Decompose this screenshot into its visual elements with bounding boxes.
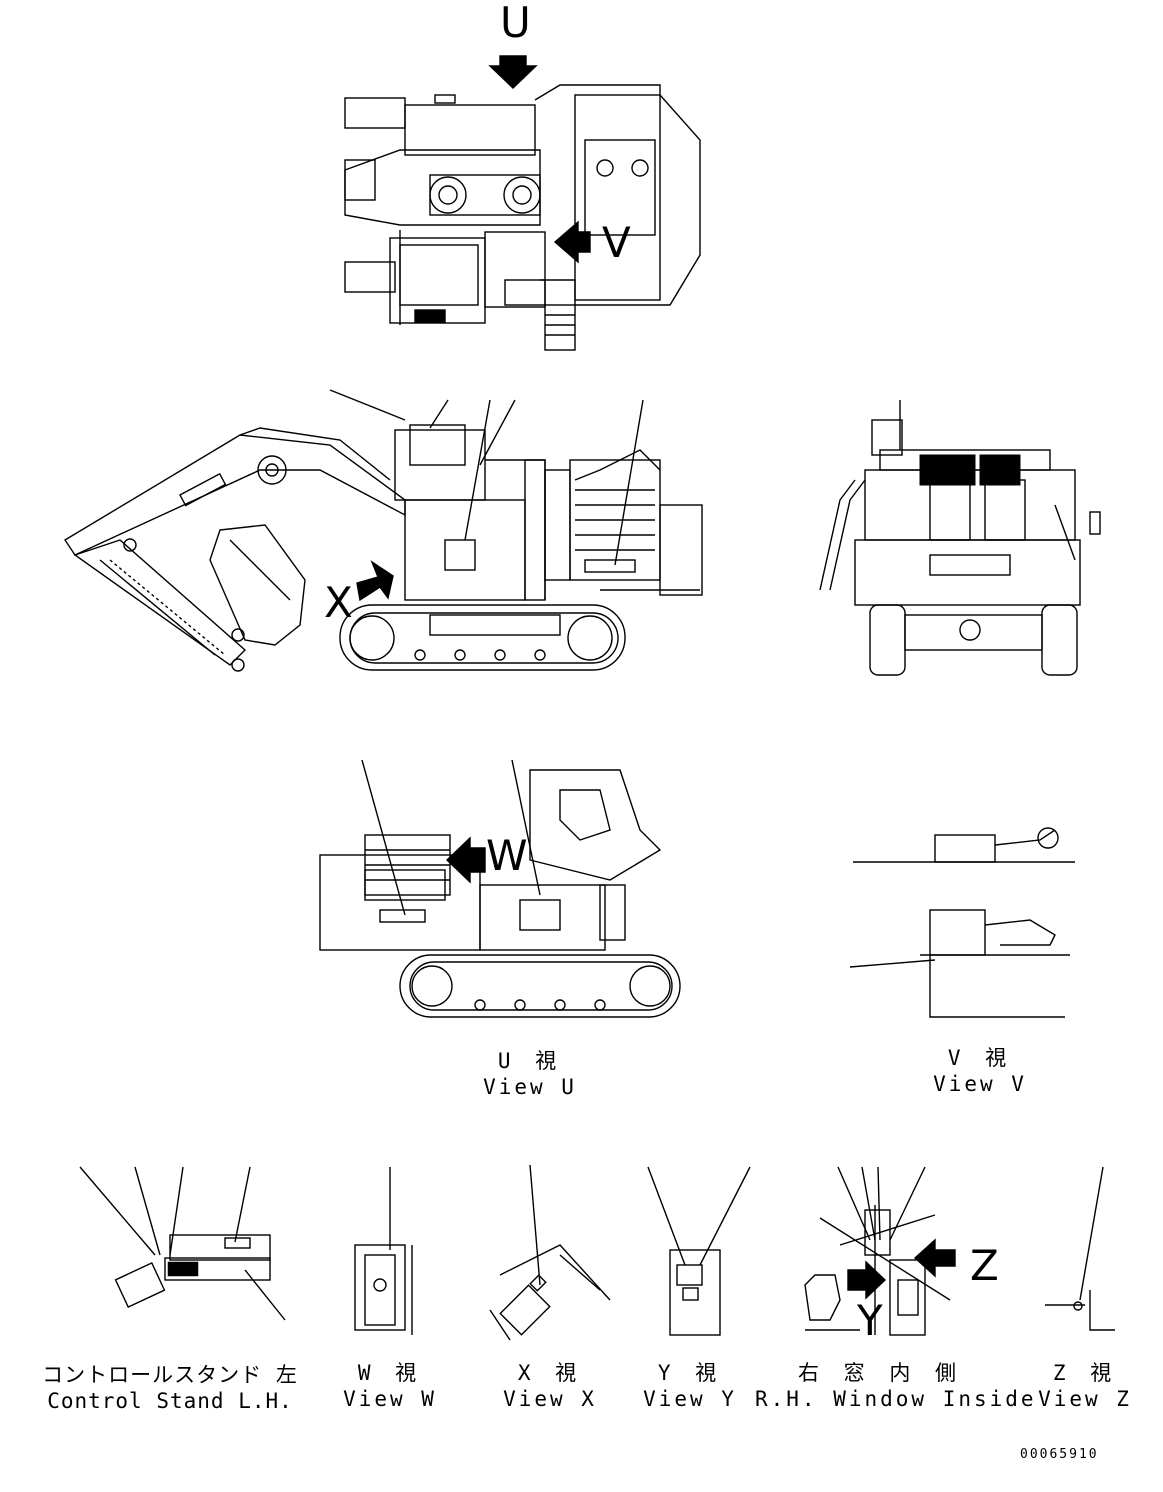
arrow-u-icon — [488, 55, 538, 89]
top-view-plan — [344, 84, 701, 351]
caption-view-y-en: View Y — [643, 1387, 737, 1411]
caption-view-y-jp: Y 視 — [657, 1361, 723, 1385]
view-z-drawing — [1045, 1166, 1115, 1331]
view-v-drawing — [849, 827, 1075, 1018]
caption-control-stand-en: Control Stand L.H. — [47, 1389, 293, 1413]
view-marker-x: X — [324, 578, 353, 627]
caption-view-u: U 視 View U — [455, 1048, 605, 1100]
caption-rh-window-en: R.H. Window Inside — [755, 1387, 1037, 1411]
view-marker-v: V — [602, 218, 631, 267]
caption-view-y: Y 視 View Y — [620, 1360, 760, 1412]
view-y-drawing — [647, 1166, 751, 1336]
caption-rh-window-jp: 右 窓 内 側 — [798, 1361, 962, 1385]
arrow-x-icon — [356, 560, 394, 602]
view-w-drawing — [354, 1167, 413, 1335]
arrow-w-icon — [445, 836, 486, 884]
caption-view-v-en: View V — [933, 1072, 1027, 1096]
caption-view-x-en: View X — [503, 1387, 597, 1411]
view-marker-w: W — [486, 831, 528, 880]
view-marker-u: U — [500, 0, 531, 47]
caption-control-stand: コントロールスタンド 左 Control Stand L.H. — [40, 1362, 300, 1414]
caption-view-z-en: View Z — [1038, 1387, 1132, 1411]
caption-view-x-jp: X 視 — [517, 1361, 583, 1385]
caption-control-stand-jp: コントロールスタンド 左 — [42, 1363, 298, 1387]
caption-view-w-jp: W 視 — [357, 1361, 423, 1385]
arrow-v-icon — [553, 220, 591, 264]
view-marker-y: Y — [857, 1296, 883, 1345]
caption-rh-window: 右 窓 内 側 R.H. Window Inside — [755, 1360, 1037, 1412]
side-view-left — [64, 389, 703, 672]
control-stand-drawing — [79, 1166, 286, 1321]
view-u-drawing — [319, 759, 681, 1018]
document-number: 00065910 — [1020, 1447, 1099, 1462]
caption-view-u-jp: U 視 — [497, 1049, 563, 1073]
view-x-drawing — [489, 1164, 611, 1341]
caption-view-v-jp: V 視 — [947, 1046, 1013, 1070]
rear-view — [819, 400, 1101, 676]
arrow-y-icon — [847, 1260, 887, 1300]
caption-view-x: X 視 View X — [480, 1360, 620, 1412]
arrow-z-icon — [913, 1238, 956, 1278]
caption-view-u-en: View U — [483, 1075, 577, 1099]
caption-view-w-en: View W — [343, 1387, 437, 1411]
caption-view-v: V 視 View V — [905, 1045, 1055, 1097]
caption-view-w: W 視 View W — [320, 1360, 460, 1412]
view-marker-z: Z — [970, 1241, 999, 1290]
caption-view-z: Z 視 View Z — [1020, 1360, 1150, 1412]
caption-view-z-jp: Z 視 — [1052, 1361, 1118, 1385]
